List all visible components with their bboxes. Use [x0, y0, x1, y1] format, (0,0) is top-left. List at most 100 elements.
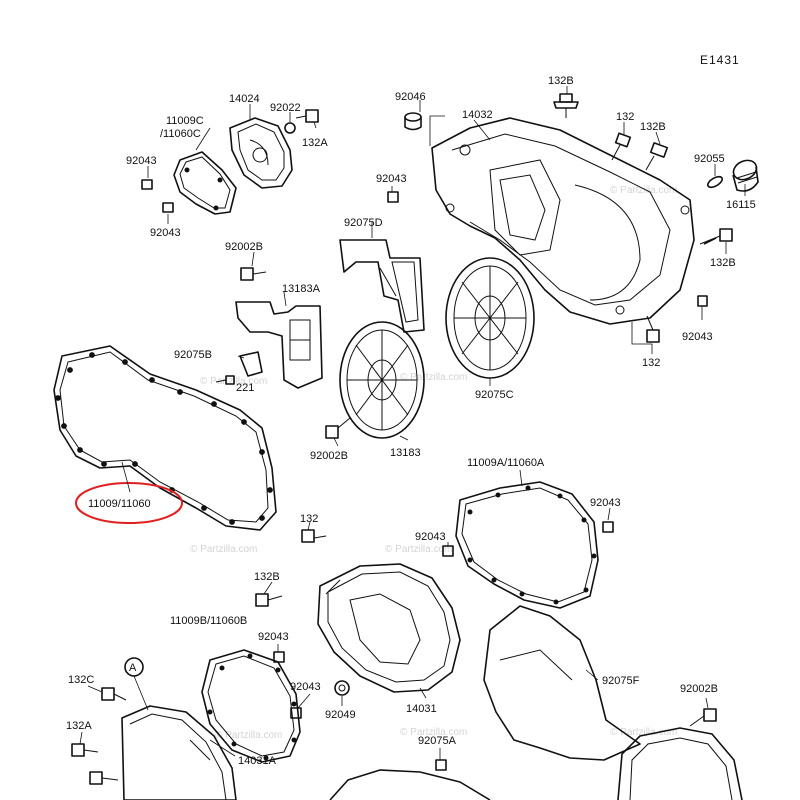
bolt-132-right [646, 315, 660, 343]
watermarks: © Partzilla.com © Partzilla.com © Partzi… [190, 185, 677, 741]
part-221-screw [215, 375, 235, 385]
part-92043-bottom-left-2 [290, 707, 302, 719]
part-11009C-gasket [173, 151, 237, 215]
label-132B-top-right: 132B [640, 121, 666, 133]
part-92043-mid [387, 191, 399, 203]
label-92043-top-left-2: 92043 [150, 227, 181, 239]
part-14024-housing [229, 117, 293, 189]
label-11009A-11060A: 11009A/11060A [467, 457, 545, 469]
part-92075B-clip [239, 351, 263, 377]
part-92046-bushing [404, 112, 422, 131]
label-132A-bottom-left: 132A [66, 720, 92, 732]
bolt-132B-top-right [645, 142, 669, 171]
bolt-132B-right [699, 228, 733, 245]
highlight-circle [75, 482, 183, 524]
watermark: © Partzilla.com [610, 185, 677, 196]
part-92075C-screen [445, 257, 535, 379]
bolt-132A-top [295, 109, 319, 123]
label-132A-top: 132A [302, 137, 328, 149]
part-92075F-duct [483, 605, 641, 761]
label-92043-bottom-left-1: 92043 [258, 631, 289, 643]
part-132A-bolt-bottom [71, 743, 99, 757]
label-132B-top: 132B [548, 75, 574, 87]
watermark: © Partzilla.com [215, 730, 282, 741]
label-13183: 13183 [390, 447, 421, 459]
label-92075A: 92075A [418, 735, 457, 747]
label-92043-mid-center: 92043 [415, 531, 446, 543]
part-92002B-bolt-left [240, 267, 267, 281]
part-92043-mid-right [602, 521, 614, 533]
part-labels: 132B 92046 14032 132 132B 92055 16115 13… [66, 75, 756, 767]
label-132-top-right: 132 [616, 111, 634, 123]
label-92043-right: 92043 [682, 331, 713, 343]
label-92022: 92022 [270, 102, 301, 114]
part-14031-cover [317, 563, 461, 693]
marker-A: A [129, 662, 137, 674]
part-11009A-gasket [455, 481, 599, 609]
label-92055: 92055 [694, 153, 725, 165]
marker-A-circle: A [124, 657, 149, 711]
label-14031A: 14031A [238, 755, 277, 767]
part-92075A-washer [435, 759, 447, 771]
part-92022-washer [284, 122, 296, 134]
bolt-132-top-right [611, 132, 632, 161]
label-14031: 14031 [406, 703, 437, 715]
label-92075F: 92075F [602, 675, 640, 687]
label-92043-mid: 92043 [376, 173, 407, 185]
label-11009-11060: 11009/11060 [88, 498, 151, 510]
watermark: © Partzilla.com [610, 727, 677, 738]
part-92043-right [697, 295, 708, 307]
part-13183A-bracket [235, 301, 323, 389]
part-92002B-bolt-bottom-right [689, 708, 717, 727]
label-11009B-11060B: 11009B/11060B [170, 615, 247, 627]
label-221: 221 [236, 382, 254, 394]
label-14032: 14032 [462, 109, 493, 121]
label-92075C: 92075C [475, 389, 514, 401]
part-14031A-cover [121, 705, 237, 800]
label-92002B-mid: 92002B [310, 450, 348, 462]
leader-lines [79, 86, 746, 760]
part-11009B-gasket [201, 649, 301, 763]
part-132C-bolt [101, 687, 127, 701]
part-92002B-bolt-mid [325, 417, 351, 439]
bolt-132-mid [301, 529, 327, 543]
label-92002B-bottom-right: 92002B [680, 683, 718, 695]
bolt-132B-top [553, 93, 579, 118]
label-132C: 132C [68, 674, 94, 686]
label-132-mid: 132 [300, 513, 318, 525]
part-92049-seal [334, 680, 350, 696]
part-92043-top-left-1 [141, 179, 153, 190]
part-92043-bottom-left-1 [273, 651, 285, 663]
bolt-132B-mid [255, 593, 283, 607]
watermark: © Partzilla.com [385, 544, 452, 555]
label-92046: 92046 [395, 91, 426, 103]
label-92075B: 92075B [174, 349, 212, 361]
part-92055-o-ring [706, 175, 724, 189]
part-bolt-bottom-left [89, 771, 119, 785]
label-92043-bottom-left-2: 92043 [290, 681, 321, 693]
label-132-right: 132 [642, 357, 660, 369]
part-92075D-bracket [339, 239, 425, 333]
label-13183A: 13183A [282, 283, 321, 295]
label-11009C: 11009C [166, 115, 204, 127]
part-bottom-right-cover [617, 727, 743, 800]
watermark: © Partzilla.com [400, 727, 467, 738]
part-16115-plug [732, 159, 759, 192]
label-132B-mid: 132B [254, 571, 280, 583]
label-92049: 92049 [325, 709, 356, 721]
label-92043-mid-right: 92043 [590, 497, 621, 509]
label-92002B-top-left: 92002B [225, 241, 263, 253]
diagram-code: E1431 [700, 53, 740, 67]
part-13183-screen [339, 321, 425, 439]
label-11060C: /11060C [160, 128, 201, 140]
part-92043-top-left-2 [162, 202, 174, 213]
label-14024: 14024 [229, 93, 260, 105]
label-132B-right: 132B [710, 257, 736, 269]
label-16115: 16115 [726, 199, 756, 211]
part-14032-outer-cover [431, 117, 695, 325]
watermark: © Partzilla.com [190, 544, 257, 555]
label-92075D: 92075D [344, 217, 383, 229]
part-bottom-center-cover [329, 769, 491, 800]
watermark: © Partzilla.com [400, 372, 467, 383]
